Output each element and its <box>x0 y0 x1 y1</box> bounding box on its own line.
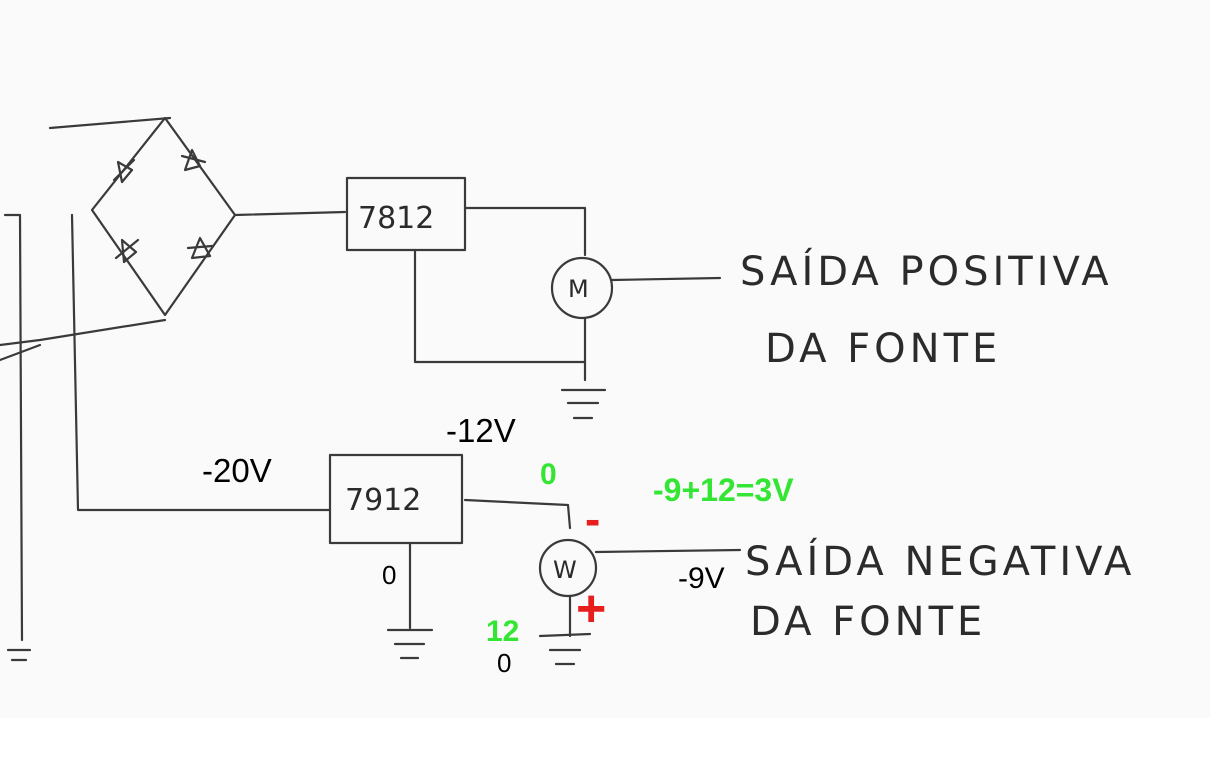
input-wiring <box>0 116 332 662</box>
meter-label: W <box>553 556 577 584</box>
calculation-label: -9+12=3V <box>653 472 794 508</box>
motor: M <box>550 256 722 320</box>
diode-icon <box>180 148 207 172</box>
positive-output-line1: SAÍDA POSITIVA <box>740 247 1113 295</box>
regulator-ground-label: 0 <box>382 560 396 590</box>
regulator-7912: 7912 <box>328 453 572 660</box>
negative-output-line2: DA FONTE <box>750 599 986 645</box>
meter-top-label: 0 <box>540 458 557 491</box>
minus-sign: - <box>585 493 600 545</box>
paper-bottom-strip <box>0 718 1210 783</box>
diode-icon <box>114 238 140 264</box>
regulator-output-voltage-label: -12V <box>446 412 516 449</box>
input-voltage-label: -20V <box>202 452 272 489</box>
motor-label: M <box>568 275 589 303</box>
plus-sign: + <box>576 580 606 638</box>
output-voltage-label: -9V <box>678 562 725 595</box>
diode-icon <box>112 158 136 184</box>
positive-output-line2: DA FONTE <box>765 326 1001 372</box>
bridge-rectifier <box>90 116 347 317</box>
negative-output-line1: SAÍDA NEGATIVA <box>745 537 1135 585</box>
meter: W <box>538 538 742 666</box>
regulator-7812-label: 7812 <box>358 201 434 236</box>
bottom-zero-label: 0 <box>497 648 511 678</box>
regulator-7912-label: 7912 <box>345 483 421 518</box>
bottom-green-label: 12 <box>486 615 519 648</box>
regulator-7812: 7812 <box>345 176 607 420</box>
diode-icon <box>186 236 214 260</box>
paper <box>0 0 1210 718</box>
